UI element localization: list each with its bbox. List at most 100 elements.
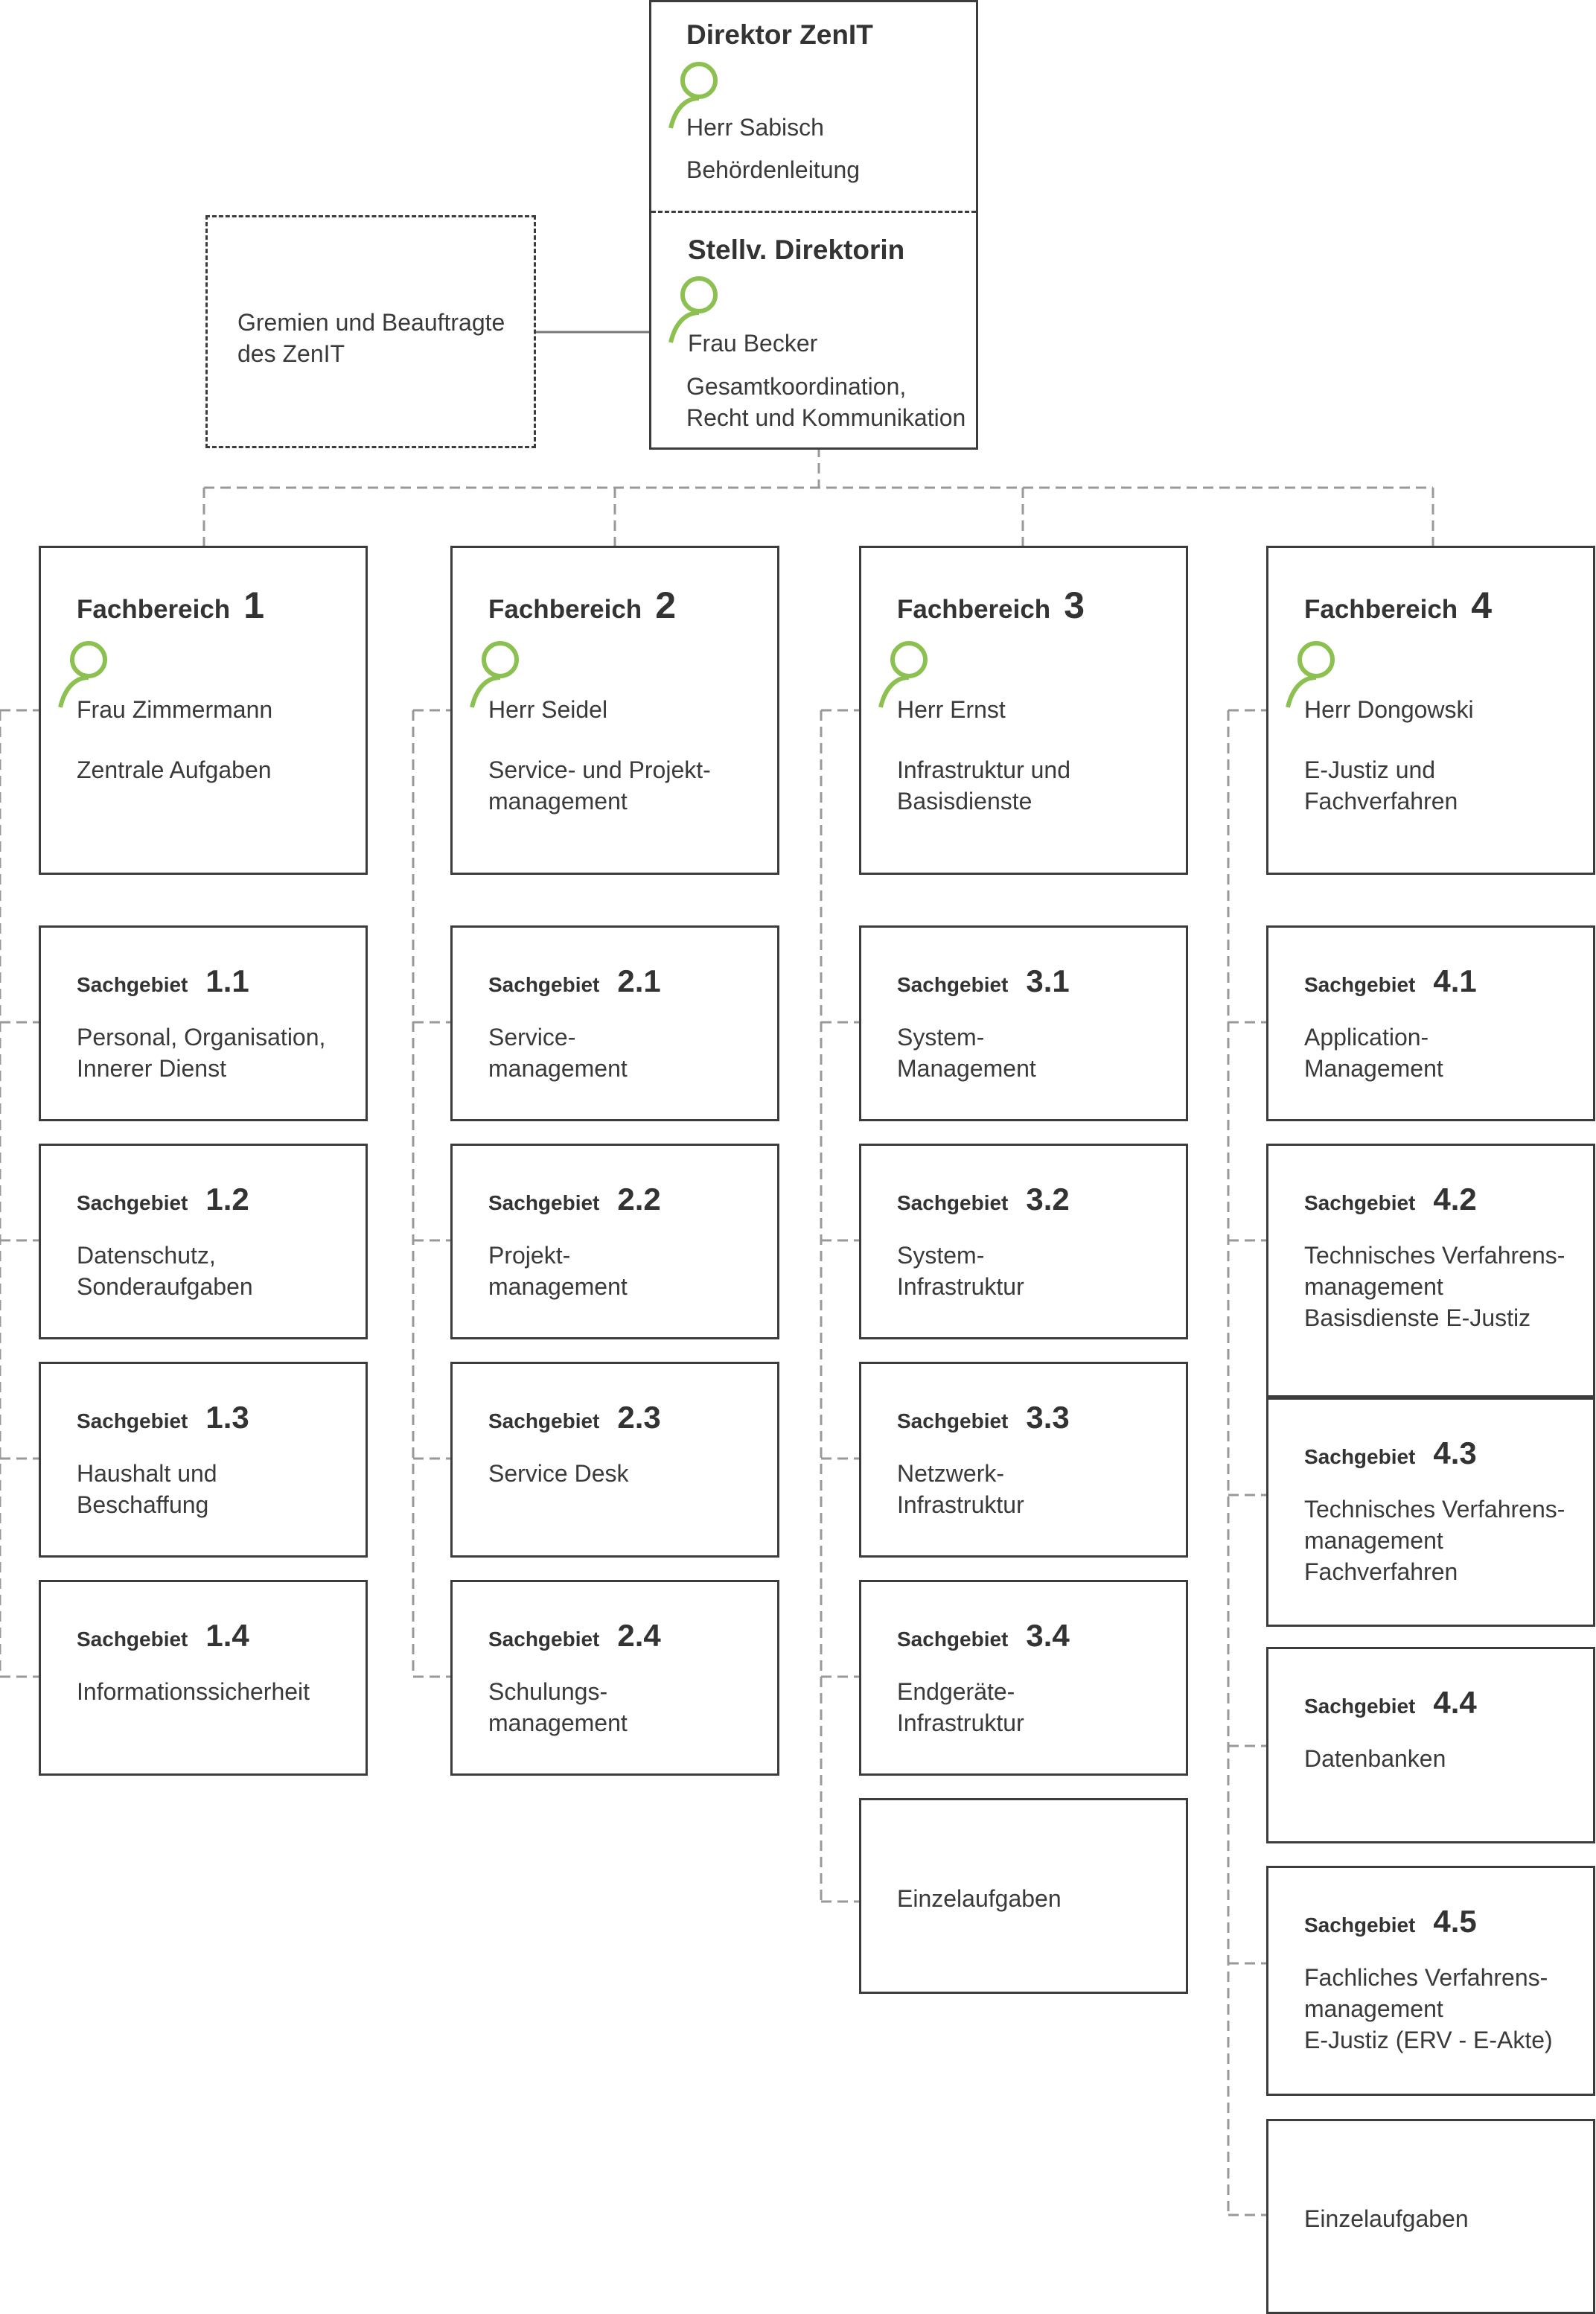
unit-number: 1.4 [205,1618,249,1653]
unit-number: 4.1 [1433,963,1477,998]
unit-word: Sachgebiet [488,973,600,996]
unit-label: Informationssicherheit [77,1678,310,1705]
unit-label: Service Desk [488,1460,629,1487]
department-title: Fachbereich 4 [1304,584,1492,627]
unit-title: Sachgebiet 4.3 [1304,1435,1477,1471]
department-area: Service- und Projekt- management [488,756,711,815]
unit-word: Sachgebiet [1304,1191,1416,1214]
director-deputy-divider [651,211,976,213]
department-title: Fachbereich 1 [77,584,264,627]
unit-number: 2.3 [617,1400,661,1435]
person-icon [467,639,527,713]
person-icon [1283,639,1343,713]
unit-box-einzelaufgaben-4: Einzelaufgaben [1266,2119,1595,2314]
director-box [649,0,978,450]
unit-title: Sachgebiet 1.1 [77,963,249,999]
unit-label: Datenbanken [1304,1745,1446,1772]
unit-word: Sachgebiet [1304,1913,1416,1937]
unit-label: Datenschutz, Sonderaufgaben [77,1242,253,1300]
unit-number: 1.1 [205,963,249,998]
unit-title: Sachgebiet 4.5 [1304,1904,1477,1940]
unit-number: 3.4 [1026,1618,1070,1653]
director-person-icon [668,62,718,129]
unit-number: 4.3 [1433,1435,1477,1470]
unit-number: 2.4 [617,1618,661,1653]
department-head: Herr Seidel [488,696,608,723]
unit-label: Schulungs- management [488,1678,628,1736]
department-word: Fachbereich [1304,595,1458,624]
person-icon [56,639,115,713]
deputy-role: Gesamtkoordination, Recht und Kommunikat… [686,373,966,431]
director-role: Behördenleitung [686,156,861,183]
unit-title: Sachgebiet 4.1 [1304,963,1477,999]
department-head: Herr Ernst [897,696,1006,723]
department-area: Infrastruktur und Basisdienste [897,756,1070,815]
department-title: Fachbereich 3 [897,584,1085,627]
unit-word: Sachgebiet [77,1191,188,1214]
unit-title: Sachgebiet 3.4 [897,1618,1070,1654]
department-word: Fachbereich [897,595,1051,624]
department-area: Zentrale Aufgaben [77,756,272,783]
unit-label: Technisches Verfahrens- management Fachv… [1304,1496,1565,1585]
unit-number: 4.5 [1433,1904,1477,1939]
unit-word: Sachgebiet [897,973,1009,996]
unit-word: Sachgebiet [897,1628,1009,1651]
unit-number: 4.4 [1433,1685,1477,1720]
unit-label: Service- management [488,1024,628,1082]
department-number: 1 [243,584,265,626]
person-icon [876,639,936,713]
unit-number: 3.1 [1026,963,1070,998]
unit-label: Haushalt und Beschaffung [77,1460,217,1518]
committees-label: Gremien und Beauftragte des ZenIT [237,309,505,367]
unit-label: Projekt- management [488,1242,628,1300]
department-head: Herr Dongowski [1304,696,1474,723]
unit-label: Technisches Verfahrens- management Basis… [1304,1242,1565,1331]
department-word: Fachbereich [488,595,642,624]
unit-title: Sachgebiet 3.1 [897,963,1070,999]
unit-number: 2.2 [617,1182,661,1217]
deputy-person-icon [668,276,718,343]
unit-word: Sachgebiet [1304,973,1416,996]
unit-number: 3.2 [1026,1182,1070,1217]
department-word: Fachbereich [77,595,231,624]
department-number: 3 [1064,584,1085,626]
director-name: Herr Sabisch [686,114,824,141]
unit-word: Sachgebiet [1304,1445,1416,1468]
unit-number: 1.3 [205,1400,249,1435]
unit-box-einzelaufgaben-3: Einzelaufgaben [859,1798,1188,1994]
department-number: 4 [1471,584,1493,626]
unit-label: Fachliches Verfahrens- management E-Just… [1304,1964,1553,2053]
committees-box: Gremien und Beauftragte des ZenIT [205,215,536,448]
unit-word: Sachgebiet [77,973,188,996]
deputy-title: Stellv. Direktorin [688,235,905,265]
unit-label: Netzwerk- Infrastruktur [897,1460,1024,1518]
unit-label: System- Infrastruktur [897,1242,1024,1300]
director-title: Direktor ZenIT [686,19,873,50]
